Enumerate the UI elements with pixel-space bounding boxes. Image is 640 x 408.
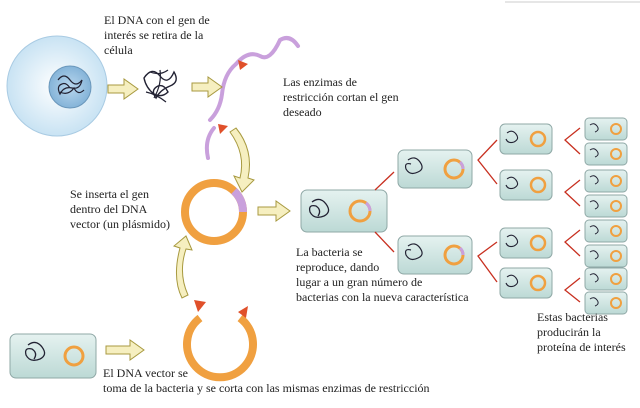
process-arrows bbox=[105, 76, 291, 361]
arrow-up-curved-icon bbox=[172, 235, 193, 299]
label-restriction-enzymes: Las enzimas de restricción cortan el gen… bbox=[283, 75, 399, 119]
enzyme-marker bbox=[238, 60, 248, 70]
dna-tangle bbox=[57, 75, 83, 96]
enzyme-marker bbox=[218, 124, 228, 134]
recombinant-plasmid bbox=[181, 179, 247, 245]
cut-vector-plasmid bbox=[183, 300, 257, 382]
label-bacteria-reproduces: La bacteria se reproduce, dando lugar a … bbox=[296, 245, 469, 304]
bacterium-gen4 bbox=[584, 117, 628, 315]
bacterium-gen2-top bbox=[397, 149, 473, 189]
bacterium-gen2-bottom bbox=[397, 235, 473, 275]
arrow-right-icon bbox=[191, 76, 223, 98]
label-dna-removed: El DNA con el gen de interés se retira d… bbox=[104, 13, 210, 57]
gene-fragment bbox=[208, 62, 238, 122]
extracted-dna bbox=[143, 69, 177, 103]
arrow-down-curved-icon bbox=[229, 127, 255, 193]
label-produce-protein: Estas bacterias producirán la proteína d… bbox=[537, 310, 626, 354]
label-inserted-gene: Se inserta el gen dentro del DNA vector … bbox=[70, 187, 170, 231]
label-vector-cut: El DNA vector se toma de la bacteria y s… bbox=[103, 366, 430, 395]
modified-bacterium bbox=[300, 189, 388, 233]
donor-bacterium bbox=[9, 333, 97, 379]
bacterium-gen3 bbox=[499, 123, 553, 299]
inserted-gene bbox=[231, 188, 247, 213]
enzyme-marker bbox=[194, 300, 206, 312]
arrow-right-icon bbox=[107, 78, 139, 100]
arrow-right-icon bbox=[257, 200, 291, 222]
division-branches bbox=[374, 127, 581, 303]
enzyme-marker bbox=[238, 306, 248, 318]
cut-dna-strand bbox=[204, 36, 300, 160]
arrow-right-icon bbox=[105, 339, 145, 361]
eukaryotic-cell bbox=[6, 35, 108, 137]
